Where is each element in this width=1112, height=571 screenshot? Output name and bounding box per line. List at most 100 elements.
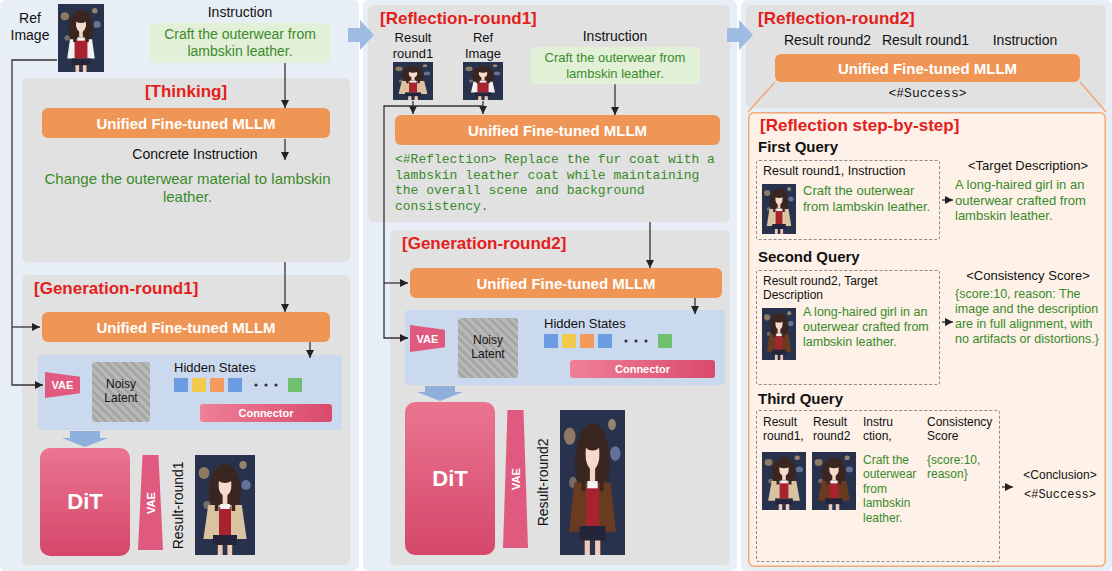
photo-part: [83, 65, 87, 72]
latent-areas: [38, 310, 725, 430]
photo-part: [772, 350, 786, 355]
photo-part: [788, 321, 793, 326]
photo-part: [796, 467, 803, 473]
photo-part: [846, 467, 853, 473]
photo-part: [67, 39, 95, 58]
outer-panel: [363, 0, 737, 571]
image-wire: [384, 282, 408, 283]
flow-connector: [284, 262, 285, 312]
query-title: First Query: [758, 138, 918, 156]
photo-part: [75, 65, 79, 72]
photo-part: [776, 333, 781, 336]
photo-part: [768, 481, 800, 501]
query-content: Craft the outerwear from lambskin leathe…: [803, 183, 937, 214]
photo-part: [786, 504, 790, 510]
image-wire: [12, 326, 40, 327]
token-dot: [644, 339, 647, 342]
query-content: Craft the outerwear from lambskin leathe…: [863, 453, 925, 525]
photo-part: [818, 479, 823, 484]
latent-area: [405, 310, 725, 385]
photo-part: [209, 464, 241, 518]
photo-part: [778, 461, 790, 468]
photo-thumbnail: [195, 455, 255, 555]
photo-part: [569, 477, 577, 489]
token-square: [544, 334, 558, 348]
photo-part: [58, 4, 104, 72]
photo-part: [767, 332, 771, 336]
photo-part: [780, 480, 787, 483]
photo-part: [199, 467, 210, 479]
photo-part: [409, 82, 417, 93]
photo-part: [469, 79, 474, 82]
photo-part: [764, 190, 770, 196]
diagram-label: A long-haired girl in an outerwear craft…: [955, 177, 1103, 224]
latent-text: Noisy Latent: [460, 334, 516, 362]
photo-part: [787, 187, 791, 191]
hidden-states: Hidden States: [170, 358, 338, 400]
photo-part: [783, 196, 785, 212]
photo-part: [815, 459, 823, 466]
photo-part: [399, 79, 404, 82]
latent-text: Noisy Latent: [94, 378, 148, 406]
photo-part: [478, 96, 481, 100]
photo-part: [485, 96, 488, 100]
query-content: {score:10, reason}: [927, 453, 997, 482]
photo-part: [479, 69, 488, 77]
mllm-box: Unified Fine-tuned MLLM: [410, 268, 722, 298]
vae-decoder: VAE: [503, 410, 528, 548]
diagram-label: Result round1: [878, 32, 973, 49]
photo-part: [845, 455, 850, 460]
mllm-box: Unified Fine-tuned MLLM: [395, 115, 720, 145]
photo-part: [77, 37, 84, 40]
photo-part: [825, 498, 843, 504]
diagram-label: <Target Description>: [952, 158, 1104, 174]
instruction-heading: Instruction: [530, 28, 700, 44]
photo-part: [587, 481, 597, 488]
hidden-state-tokens: [174, 377, 324, 393]
photo-part: [487, 71, 489, 83]
photo-part: [789, 466, 792, 485]
photo-part: [219, 507, 231, 535]
photo-part: [829, 504, 833, 510]
diagram-label: Concrete Instruction: [110, 146, 280, 163]
photo-part: [481, 76, 484, 80]
panel-heading: [Generation-round1]: [22, 275, 350, 299]
photo-part: [595, 541, 600, 556]
photo-part: [585, 541, 590, 556]
photo-part: [767, 209, 791, 226]
instruction-box: InstructionCraft the outerwear from lamb…: [150, 4, 330, 63]
photo-part: [775, 194, 782, 205]
photo-part: [777, 466, 780, 485]
photo-part: [407, 68, 418, 73]
outer-panel: [0, 0, 359, 571]
diagram-label: {score:10, reason: The image and the des…: [955, 287, 1103, 347]
photo-part: [393, 62, 433, 100]
flow-connector: [614, 84, 615, 115]
photo-part: [608, 419, 616, 431]
photo-part: [773, 196, 775, 212]
photo-part: [408, 96, 411, 100]
photo-part: [770, 313, 788, 341]
photo-part: [832, 474, 836, 480]
query-input: Instru ction,: [863, 415, 925, 444]
photo-part: [827, 466, 830, 485]
flow-connector: [309, 342, 310, 358]
photo-part: [583, 433, 601, 450]
diagram-label: <#Reflection> Replace the fur coat with …: [395, 152, 725, 214]
photo-part: [773, 320, 775, 337]
photo-part: [822, 457, 846, 488]
zoom-line: [1080, 82, 1106, 112]
diagram-label: Ref Image: [458, 30, 508, 61]
photo-part: [395, 67, 402, 72]
vae-decoder: VAE: [138, 455, 163, 550]
vae-text: VAE: [52, 379, 74, 391]
token-square: [174, 378, 188, 392]
token-square: [288, 378, 302, 392]
photo-part: [780, 482, 789, 498]
photo-part: [75, 39, 88, 58]
photo-part: [232, 479, 236, 511]
vae-trapezoid: [138, 455, 163, 550]
latent-area: [38, 355, 342, 430]
